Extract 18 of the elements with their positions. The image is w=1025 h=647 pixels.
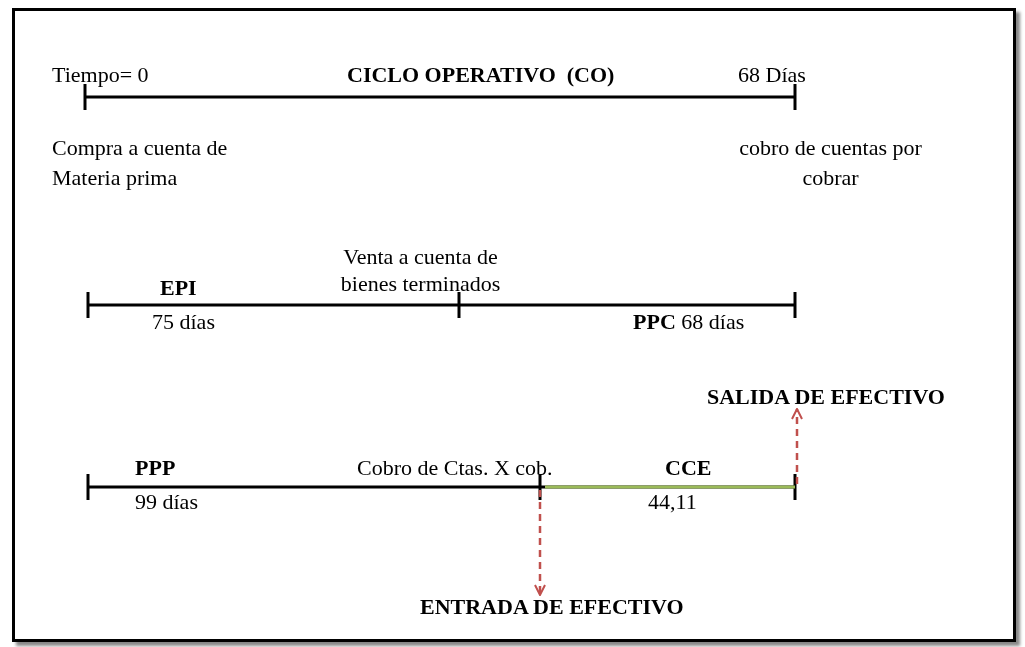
text-label: 99 días [135, 489, 198, 515]
text-label: Venta a cuenta de bienes terminados [339, 243, 502, 297]
text-label: 68 Días [738, 62, 806, 88]
arrow [534, 490, 546, 596]
text-label: PPC 68 días [633, 309, 745, 335]
heading-label: PPP [135, 455, 176, 481]
text-label: 44,11 [648, 489, 697, 515]
heading-label: CICLO OPERATIVO (CO) [347, 62, 615, 88]
heading-label: EPI [160, 275, 197, 301]
arrow [791, 408, 803, 484]
text-label: cobro de cuentas por cobrar [738, 134, 923, 192]
text-label: Tiempo= 0 [52, 62, 149, 88]
heading-label: CCE [665, 455, 712, 481]
text-label: Compra a cuenta de Materia prima [52, 134, 229, 192]
cash-flow-label: SALIDA DE EFECTIVO [707, 384, 945, 410]
cash-flow-label: ENTRADA DE EFECTIVO [420, 594, 684, 620]
text-label: Cobro de Ctas. X cob. [357, 455, 553, 481]
text-label: 75 días [152, 309, 215, 335]
